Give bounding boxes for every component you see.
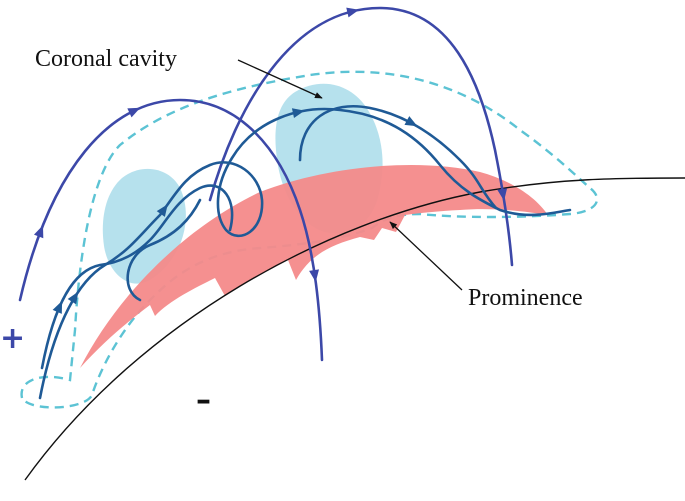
label-coronal-cavity: Coronal cavity — [35, 46, 177, 72]
field-line-outer-left-direction-arrow-1 — [33, 225, 44, 239]
field-line-outer-right-direction-arrow-2 — [497, 188, 508, 201]
field-line-inner-b — [40, 184, 234, 370]
field-line-outer-right-direction-arrow-1 — [346, 7, 360, 18]
field-line-inner-a-direction-arrow-3 — [291, 108, 305, 119]
field-line-inner-a-direction-arrow-1 — [67, 291, 79, 305]
field-line-inner-d — [126, 198, 202, 302]
field-line-inner-a-direction-arrow-2 — [156, 204, 168, 217]
field-line-inner-b-direction-arrow-1 — [52, 300, 63, 314]
label-prominence: Prominence — [468, 285, 583, 311]
field-line-inner-a — [38, 107, 572, 400]
solar-surface-line — [24, 177, 685, 481]
field-line-inner-c-direction-arrow-1 — [404, 116, 418, 127]
pointer-coronal-cavity — [237, 59, 323, 99]
cavity-blob-left — [102, 168, 186, 284]
field-line-outer-left-direction-arrow-2 — [127, 107, 141, 118]
positive-polarity-mark: + — [0, 321, 25, 356]
cavity-outline-dashed — [20, 70, 599, 409]
negative-polarity-mark: – — [196, 383, 211, 418]
field-line-outer-left-direction-arrow-3 — [309, 269, 320, 283]
pointer-prominence — [389, 221, 463, 291]
